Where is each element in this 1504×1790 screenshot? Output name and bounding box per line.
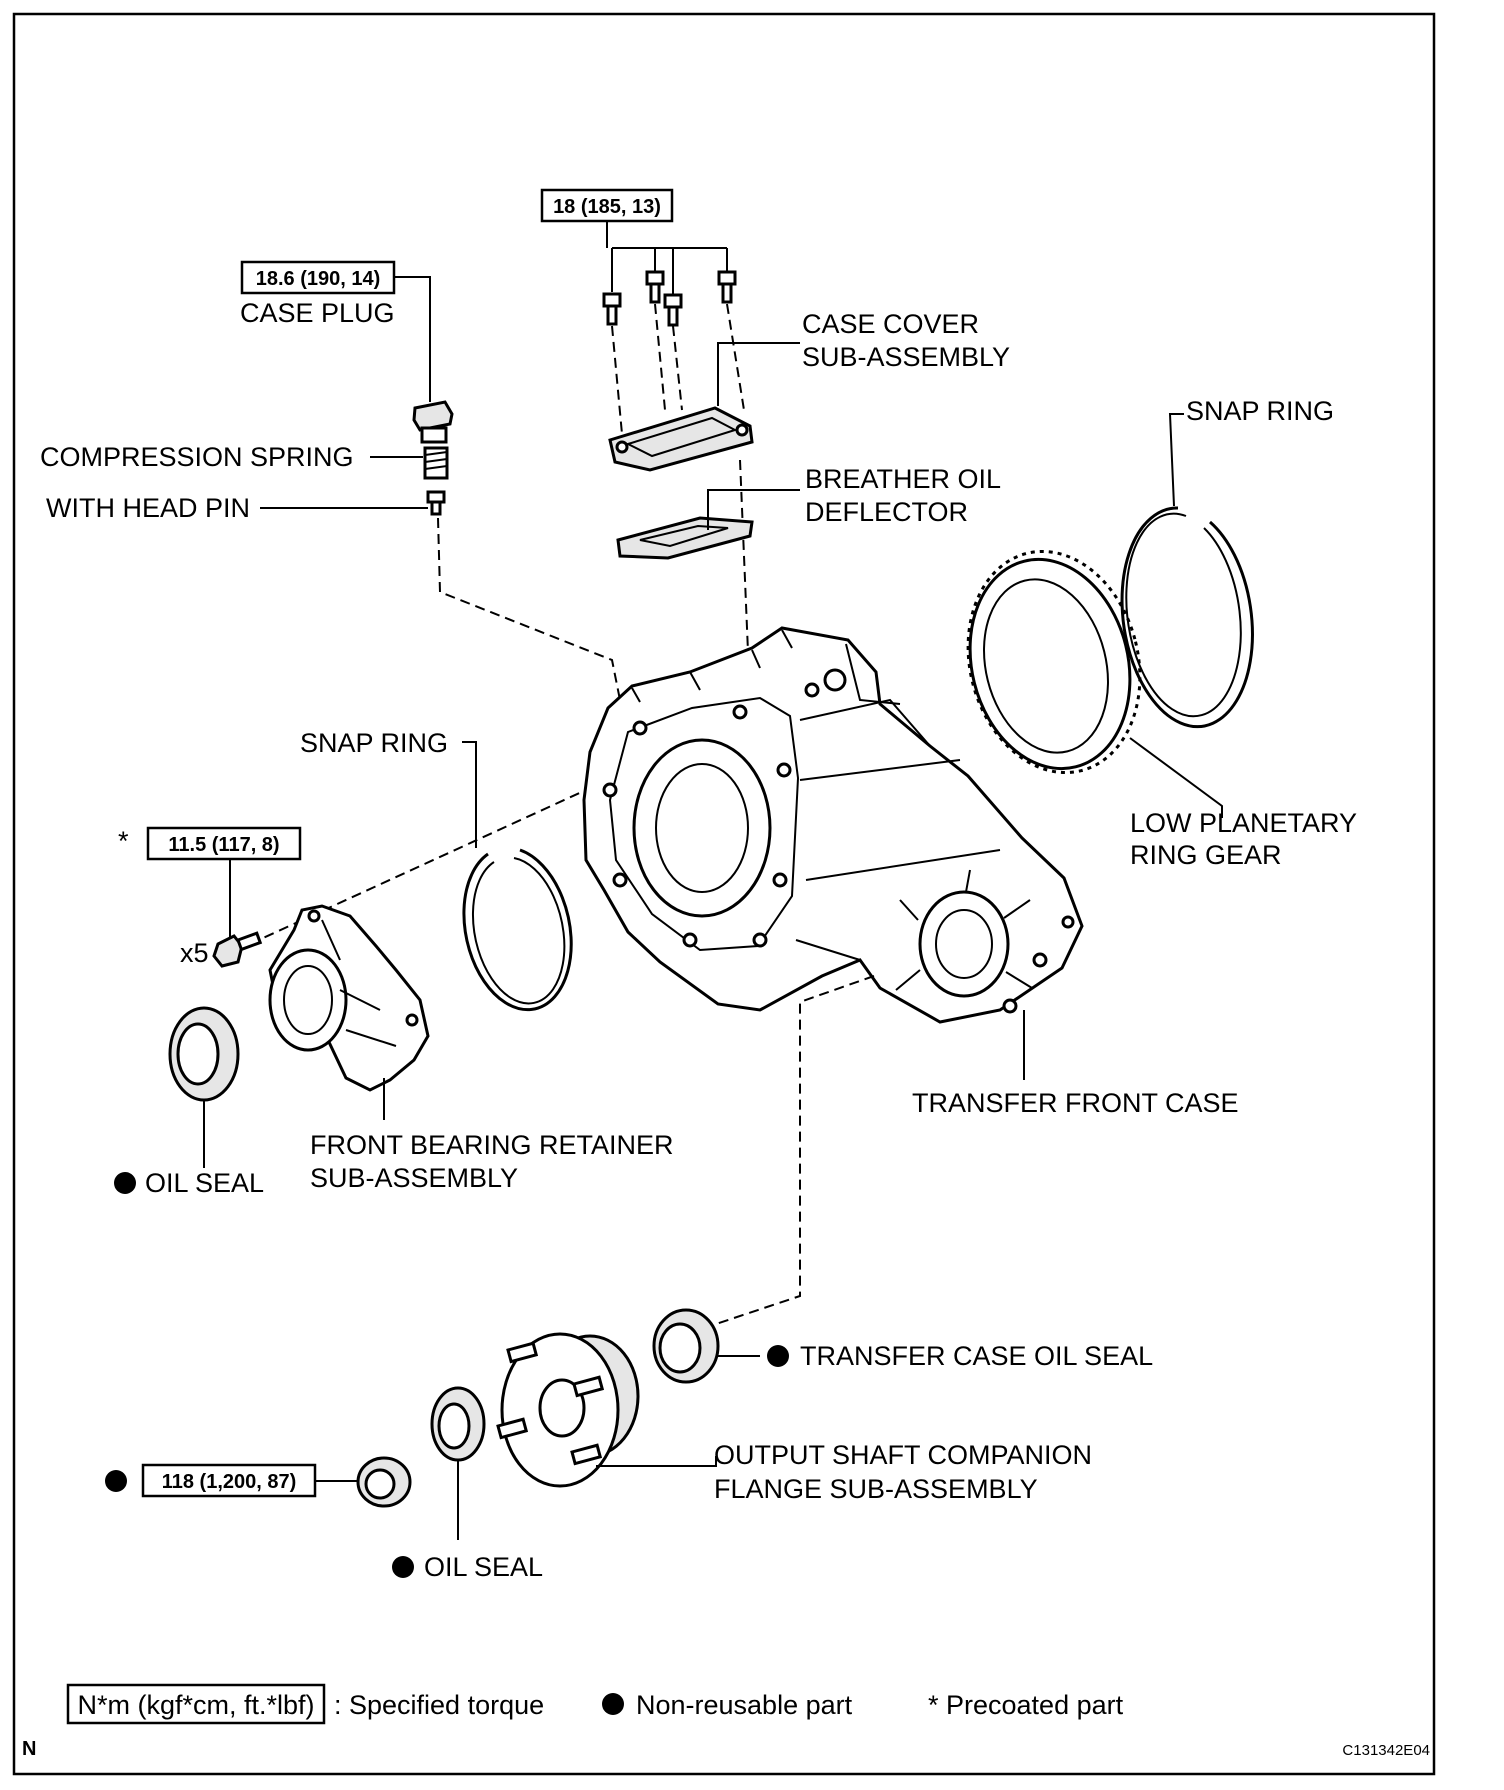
snap-ring-right-part xyxy=(1120,506,1254,729)
torque-box-nut xyxy=(141,1463,317,1498)
legend: N*m (kgf*cm, ft.*lbf) : Specified torque… xyxy=(66,1683,1124,1725)
label-low-ring-2: RING GEAR xyxy=(1130,840,1282,870)
case-cover-bolt xyxy=(602,292,622,326)
label-x5: x5 xyxy=(180,938,209,968)
label-front-retainer-2: SUB-ASSEMBLY xyxy=(310,1163,518,1193)
nonreusable-dot xyxy=(392,1556,414,1578)
label-front-retainer-1: FRONT BEARING RETAINER xyxy=(310,1130,674,1160)
front-bearing-retainer-part xyxy=(268,904,430,1092)
torque-box-case-plug xyxy=(240,260,396,295)
legend-torque-box xyxy=(66,1683,326,1725)
label-breather-1: BREATHER OIL xyxy=(805,464,1001,494)
case-cover-bolt xyxy=(645,270,665,304)
legend-torque-desc: : Specified torque xyxy=(334,1690,544,1720)
torque-box-retainer-bolts xyxy=(146,826,302,861)
nonreusable-dot xyxy=(767,1345,789,1367)
torque-retainer-bolts-text: 11.5 (117, 8) xyxy=(168,834,279,856)
transfer-front-case-part xyxy=(582,626,1084,1024)
label-with-head-pin: WITH HEAD PIN xyxy=(46,493,250,523)
label-snap-ring-right: SNAP RING xyxy=(1186,396,1334,426)
label-case-plug: CASE PLUG xyxy=(240,298,395,328)
diagram-frame xyxy=(12,12,1436,1776)
oil-seal-2-part xyxy=(430,1386,486,1462)
head-pin-part xyxy=(426,490,446,516)
label-snap-ring-left: SNAP RING xyxy=(300,728,448,758)
nonreusable-dot xyxy=(105,1470,127,1492)
transfer-case-oil-seal-part xyxy=(652,1308,720,1384)
legend-precoated: * Precoated part xyxy=(928,1690,1124,1720)
label-flange-1: OUTPUT SHAFT COMPANION xyxy=(714,1440,1092,1470)
nonreusable-dot xyxy=(114,1172,136,1194)
torque-case-cover-text: 18 (185, 13) xyxy=(553,196,661,218)
case-cover-bolt xyxy=(717,270,737,304)
label-low-ring-1: LOW PLANETARY xyxy=(1130,808,1357,838)
retainer-bolt xyxy=(212,931,263,968)
label-flange-2: FLANGE SUB-ASSEMBLY xyxy=(714,1474,1038,1504)
nonreusable-dot xyxy=(602,1693,624,1715)
label-transfer-front-case: TRANSFER FRONT CASE xyxy=(912,1088,1239,1118)
precoat-star: * xyxy=(118,826,129,856)
torque-case-plug-text: 18.6 (190, 14) xyxy=(256,268,381,290)
compression-spring-part xyxy=(423,446,449,480)
case-cover-part xyxy=(608,406,754,472)
breather-oil-deflector-part xyxy=(616,516,754,560)
torque-nut-text: 118 (1,200, 87) xyxy=(162,1471,297,1493)
label-transfer-case-oil-seal: TRANSFER CASE OIL SEAL xyxy=(800,1341,1153,1371)
snap-ring-left-part xyxy=(462,848,573,1012)
oil-seal-1-part xyxy=(168,1006,240,1102)
label-oil-seal-2: OIL SEAL xyxy=(424,1552,543,1582)
companion-flange-part xyxy=(496,1332,640,1488)
figure-code: C131342E04 xyxy=(1342,1742,1430,1759)
case-plug-part xyxy=(412,400,454,444)
legend-nonreusable: Non-reusable part xyxy=(636,1690,853,1720)
label-breather-2: DEFLECTOR xyxy=(805,497,968,527)
label-case-cover-2: SUB-ASSEMBLY xyxy=(802,342,1010,372)
nut-part xyxy=(356,1456,412,1508)
north-marker: N xyxy=(22,1738,36,1760)
low-planetary-ring-gear-part xyxy=(966,549,1142,775)
label-case-cover-1: CASE COVER xyxy=(802,309,979,339)
label-compression-spring: COMPRESSION SPRING xyxy=(40,442,354,472)
legend-torque-unit: N*m (kgf*cm, ft.*lbf) xyxy=(77,1690,314,1720)
label-oil-seal-1: OIL SEAL xyxy=(145,1168,264,1198)
case-cover-bolt xyxy=(663,293,683,327)
